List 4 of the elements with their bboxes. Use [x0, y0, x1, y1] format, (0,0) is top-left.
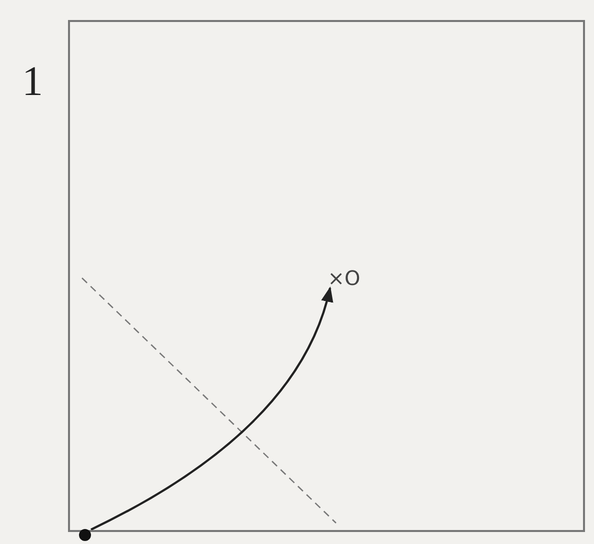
- figure-number: 1: [22, 58, 43, 106]
- plot-frame: [68, 20, 585, 532]
- point-label: ×O: [324, 266, 364, 290]
- start-dot: [79, 529, 91, 541]
